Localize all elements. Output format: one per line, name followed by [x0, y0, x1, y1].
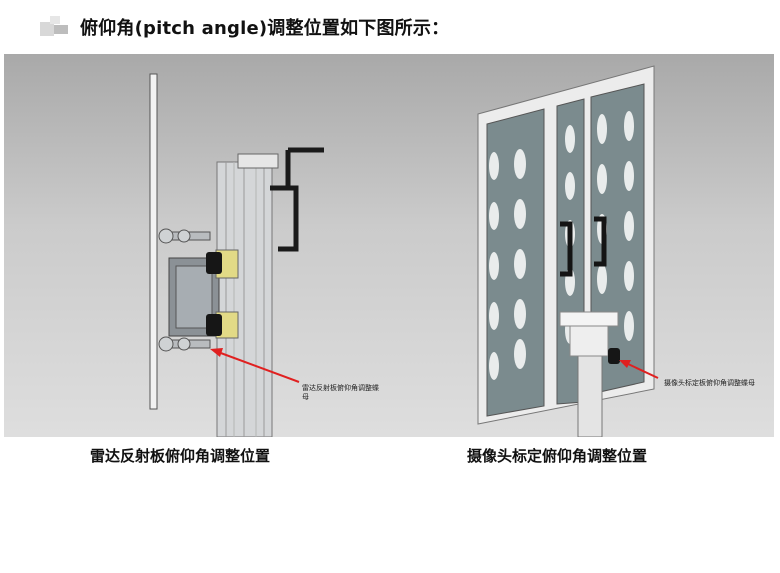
callout-text-right: 摄像头标定板俯仰角调整蝶母 — [664, 378, 755, 387]
callout-arrow-right — [625, 362, 659, 379]
reflector-plate — [149, 73, 158, 410]
adjust-knob — [608, 348, 620, 364]
callout-arrow-left — [217, 351, 300, 383]
stand-post — [577, 353, 603, 437]
illustration-svg: 雷达反射板俯仰角调整蝶 母 — [149, 65, 755, 437]
caption-right: 摄像头标定俯仰角调整位置 — [467, 447, 648, 465]
callout-text-left-line1: 雷达反射板俯仰角调整蝶 — [302, 383, 379, 392]
figure-panel: 雷达反射板俯仰角调整蝶 母 — [4, 54, 774, 437]
radar-reflector-figure: 雷达反射板俯仰角调整蝶 母 — [149, 73, 379, 437]
bullet-decoration — [40, 16, 70, 36]
caption-left: 雷达反射板俯仰角调整位置 — [90, 447, 271, 465]
page-heading: 俯仰角(pitch angle)调整位置如下图所示： — [80, 18, 450, 39]
callout-text-left-line2: 母 — [302, 393, 309, 401]
calibration-board-figure: 摄像头标定板俯仰角调整蝶母 — [477, 65, 755, 437]
